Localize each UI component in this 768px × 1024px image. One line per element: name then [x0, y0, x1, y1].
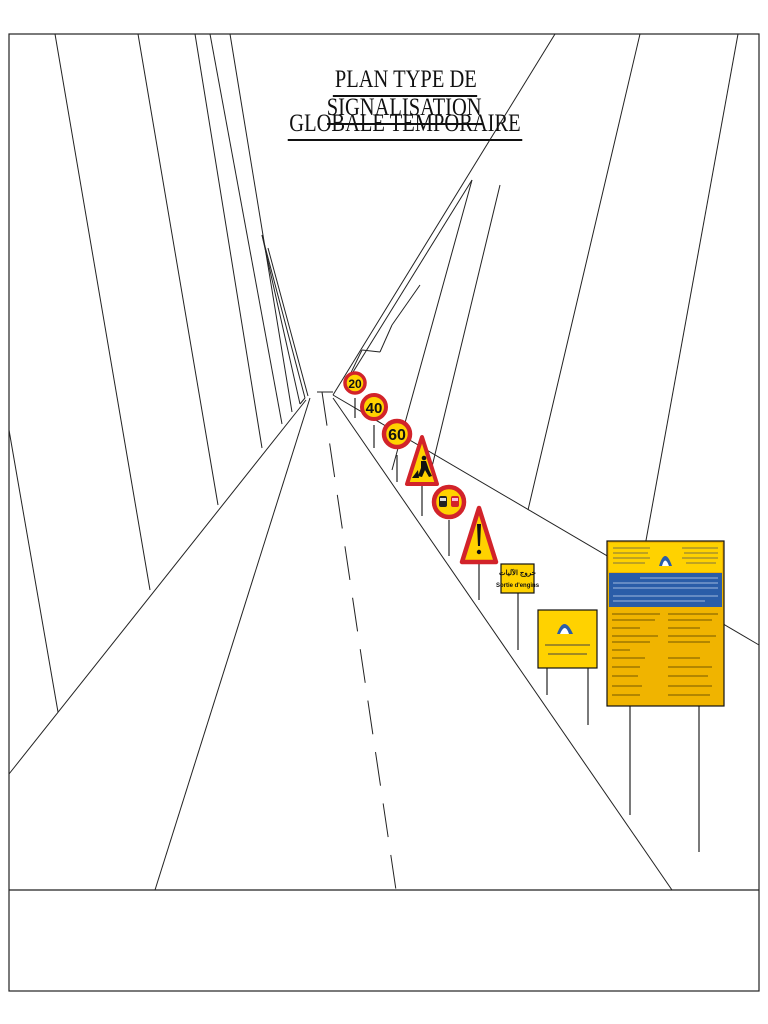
road-left-edge — [154, 397, 311, 891]
board-detail-text-lines — [612, 613, 718, 696]
no-overtaking-sign — [431, 484, 467, 520]
speed-limit-20-sign: 20 — [343, 371, 367, 395]
speed-limit-60-label: 60 — [388, 427, 406, 444]
logo-icon — [557, 624, 573, 634]
speed-limit-60-sign: 60 — [381, 418, 413, 450]
project-information-board — [606, 540, 725, 707]
plan-title-line-1-text: PLAN TYPE DE SIGNALISATION — [326, 66, 484, 125]
worker-icon — [412, 455, 432, 478]
plan-title-line-2: GLOBALE TEMPORAIRE — [278, 110, 532, 141]
road — [154, 391, 673, 891]
small-panel-text-lines — [545, 644, 590, 655]
sign-posts — [354, 398, 700, 852]
plan-title-line-1: PLAN TYPE DE SIGNALISATION — [278, 66, 532, 125]
board-header-text-lines — [613, 547, 718, 564]
exit-panel-french-text: Sortie d'engins — [496, 583, 540, 589]
plan-title-line-2-text: GLOBALE TEMPORAIRE — [287, 110, 523, 141]
car-black-icon — [439, 496, 447, 507]
drawing-frame — [8, 33, 760, 992]
roadworks-warning-sign — [405, 435, 439, 486]
road-center-dashed-line — [321, 391, 397, 891]
machinery-exit-panel: خروج الآليات Sortie d'engins — [496, 563, 540, 594]
speed-limit-40-sign: 40 — [360, 393, 388, 421]
board-blue-band-text-lines — [613, 577, 718, 602]
board-logo-icon — [659, 556, 672, 566]
car-red-icon — [451, 496, 459, 507]
speed-limit-20-label: 20 — [348, 377, 362, 391]
speed-limit-40-label: 40 — [366, 400, 383, 417]
danger-warning-sign — [459, 505, 499, 565]
exit-panel-arabic-text: خروج الآليات — [499, 568, 536, 577]
left-wall-lines — [8, 33, 309, 775]
road-right-edge — [332, 397, 673, 891]
small-information-panel — [537, 609, 598, 669]
exclamation-icon — [476, 524, 482, 555]
